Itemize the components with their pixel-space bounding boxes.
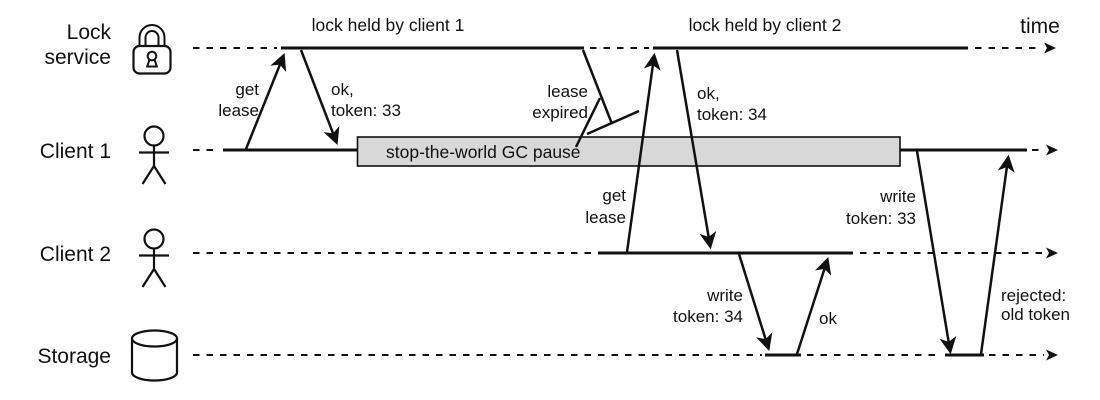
rejected-old-token-label-line1: rejected:	[1001, 286, 1066, 305]
lock-held-by-client-2-label: lock held by client 2	[689, 15, 842, 35]
write-token-34-label-line1: write	[706, 286, 743, 305]
client-2-label: Client 2	[40, 243, 111, 266]
lane-labels: Lock service Client 1 Client 2 Storage	[37, 21, 111, 368]
ok-token-33-label-line2: token: 33	[331, 101, 401, 120]
lock-service-label-line1: Lock	[67, 21, 112, 44]
storage-label: Storage	[37, 345, 111, 368]
person-leg-right	[153, 165, 167, 185]
write-token-34-arrow	[737, 253, 773, 352]
ok-write-34-arrow	[795, 256, 832, 355]
write-token-33-label-line2: token: 33	[846, 209, 916, 228]
database-icon	[130, 329, 179, 382]
write-token-33-label-line1: write	[879, 187, 916, 206]
person-head	[143, 125, 165, 147]
client2-timeline-arrow	[1046, 247, 1058, 259]
person-icon	[137, 228, 171, 289]
get-lease-1-label-line1: get	[235, 80, 259, 99]
gc-pause-box	[356, 136, 901, 167]
padlock-shackle-inner	[144, 30, 160, 47]
get-lease-2-label-line1: get	[602, 186, 626, 205]
database-top	[130, 329, 179, 348]
padlock-icon	[132, 24, 172, 75]
database-body	[130, 338, 179, 382]
client-2-timeline	[193, 247, 1058, 259]
message-arrows	[244, 49, 1015, 355]
ok-write-34-label: ok	[819, 309, 837, 328]
lease-expired-line	[581, 49, 614, 125]
lease-expired-cross-2	[574, 97, 602, 148]
ok-token-33-label-line1: ok,	[331, 80, 354, 99]
storage-timeline-arrow	[1046, 349, 1058, 361]
rejected-old-token-label-line2: old token	[1001, 305, 1070, 324]
get-lease-2-label-line2: lease	[585, 208, 626, 227]
lock-service-label-line2: service	[44, 46, 111, 69]
lease-expired-label-line1: lease	[547, 82, 588, 101]
lock-service-timeline	[193, 42, 1056, 54]
person-icon	[139, 125, 169, 185]
write-token-34-label-line2: token: 34	[673, 307, 743, 326]
person-leg-left	[141, 165, 155, 185]
ok-token-34-label-line2: token: 34	[697, 105, 767, 124]
lock-timeline-arrow	[1044, 42, 1056, 54]
message-labels: get lease ok, token: 33 lease expired ge…	[218, 80, 1070, 328]
get-lease-2-arrow	[625, 52, 661, 253]
padlock-shackle-outer	[138, 24, 166, 47]
ok-token-34-arrow	[675, 49, 717, 250]
client-1-label: Client 1	[40, 140, 111, 163]
get-lease-1-arrow	[244, 53, 287, 150]
storage-timeline	[193, 349, 1058, 361]
client1-timeline-arrow	[1046, 144, 1058, 156]
lock-held-by-client-1-label: lock held by client 1	[312, 15, 465, 35]
ok-token-34-label-line1: ok,	[697, 84, 720, 103]
lease-expired-cross-1	[586, 109, 640, 136]
rejected-old-token-arrow	[979, 154, 1015, 355]
padlock-keyhole-circle	[146, 50, 158, 62]
get-lease-1-label-line2: lease	[218, 101, 259, 120]
time-axis-label: time	[1020, 15, 1060, 38]
header-annotations: lock held by client 1 lock held by clien…	[312, 15, 1060, 38]
lease-expired-label-line2: expired	[532, 103, 588, 122]
gc-pause-label: stop-the-world GC pause	[386, 142, 581, 162]
ok-token-33-arrow	[299, 49, 340, 145]
write-token-33-arrow	[915, 150, 957, 355]
